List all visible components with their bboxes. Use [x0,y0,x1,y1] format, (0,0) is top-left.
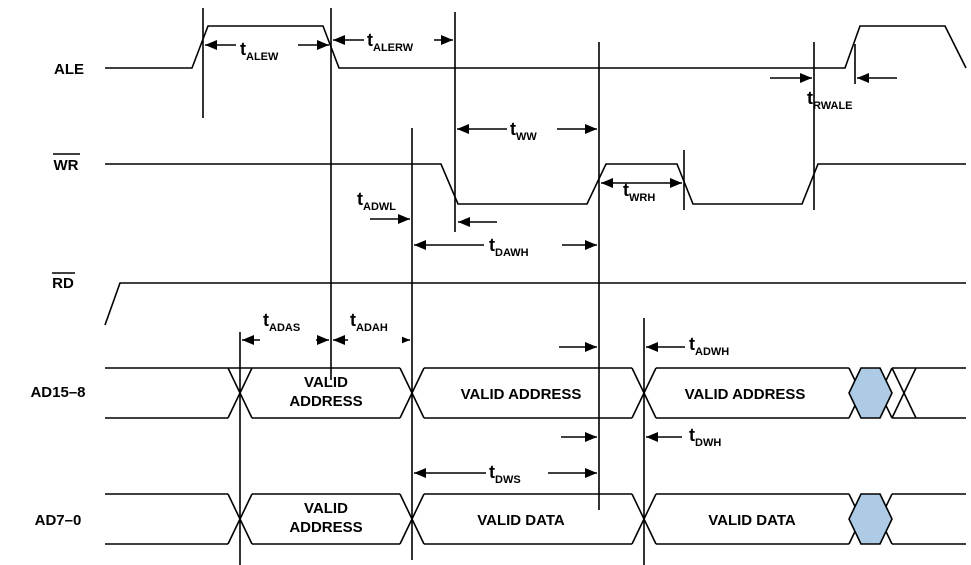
wr-waveform [105,164,966,204]
bus-label-low-valid-data-2: VALID DATA [708,512,796,529]
bus-label-high-valid: VALID [304,374,348,391]
bus-label-low-address: ADDRESS [289,519,362,536]
timing-label-t-dwh: tDWH [689,425,721,449]
timing-label-t-dawh: tDAWH [489,235,529,259]
timing-label-t-rwale: tRWALE [807,88,853,112]
bus-label-low-valid-data-1: VALID DATA [477,512,565,529]
timing-label-t-alew: tALEW [240,39,279,63]
timing-label-t-wrh: tWRH [623,180,655,204]
bus-transition-fill-high [849,368,892,418]
signal-label-ad15-8: AD15–8 [30,384,85,401]
timing-label-t-alerw: tALERW [367,30,414,54]
bus-label-high-valid-address-2: VALID ADDRESS [685,386,806,403]
bus-label-high-address: ADDRESS [289,393,362,410]
timing-label-t-adwh: tADWH [689,334,729,358]
timing-label-t-adas: tADAS [263,310,300,334]
signal-label-wr: WR [54,157,79,174]
bus-label-low-valid: VALID [304,500,348,517]
ale-waveform [105,26,966,68]
timing-label-t-adwl: tADWL [357,189,396,213]
signal-label-ad7-0: AD7–0 [35,512,82,529]
signal-label-rd: RD [52,275,74,292]
rd-waveform [105,283,966,325]
timing-label-t-dws: tDWS [489,462,521,486]
timing-label-t-ww: tWW [510,119,537,143]
timing-label-t-adah: tADAH [350,310,388,334]
bus-transition-fill-low [849,494,892,544]
bus-label-high-valid-address-1: VALID ADDRESS [461,386,582,403]
signal-label-ale: ALE [54,61,84,78]
